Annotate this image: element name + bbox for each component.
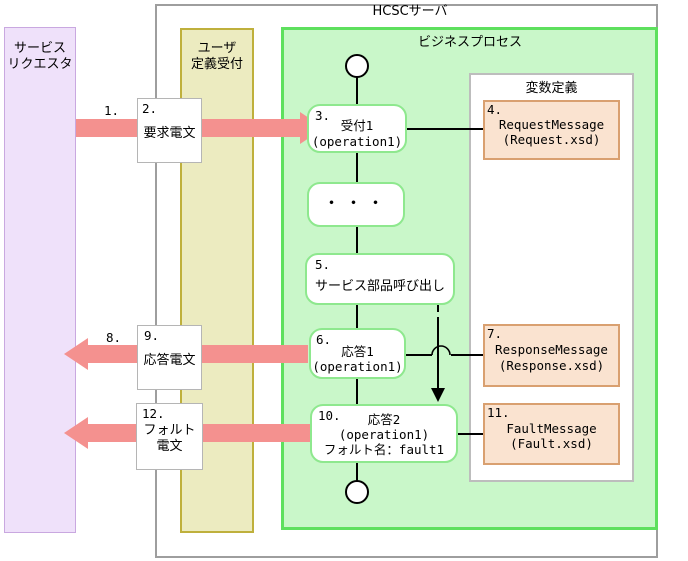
- variable-fault-message[interactable]: [483, 403, 620, 465]
- service-requester-label: サービス リクエスタ: [7, 41, 73, 72]
- message-request[interactable]: [137, 98, 202, 163]
- activity-reception1-label: 受付1 (operation1): [311, 118, 403, 149]
- connector-act10-to-var11: [457, 433, 484, 435]
- activity-reception1[interactable]: [307, 104, 407, 153]
- connector-start-to-act3: [356, 77, 358, 105]
- message-fault-num: 12.: [142, 406, 165, 421]
- hcsc-server-title: HCSCサーバ: [372, 4, 448, 20]
- message-response[interactable]: [137, 325, 202, 390]
- message-request-num: 2.: [142, 101, 158, 116]
- activity-response2-fault[interactable]: [310, 404, 458, 463]
- activity-response2-fault-label: 応答2 (operation1) フォルト名：fault1: [323, 411, 445, 458]
- activity-response1[interactable]: [309, 328, 406, 379]
- connector-act6-to-act10: [356, 378, 358, 405]
- connector-act5-to-act6: [356, 304, 358, 329]
- connector-act10-to-end: [356, 462, 358, 481]
- step-number-8: 8.: [106, 330, 122, 345]
- connector-act6-to-hop: [405, 354, 432, 356]
- message-response-label: 応答電文: [143, 352, 196, 368]
- start-circle-icon: [345, 54, 369, 78]
- activity-response2-fault-num: 10.: [318, 408, 341, 423]
- activity-service-component-call-num: 5.: [315, 257, 331, 272]
- activity-ellipsis-label: ・・・: [323, 194, 389, 215]
- variable-definition-label: 変数定義: [525, 81, 578, 97]
- connector-dots-to-act5: [356, 226, 358, 254]
- service-requester-lane: [4, 27, 76, 533]
- variable-request-message-num: 4.: [487, 102, 503, 117]
- connector-act3-to-var4: [406, 128, 484, 130]
- business-process-label: ビジネスプロセス: [417, 35, 522, 51]
- activity-service-component-call-label: サービス部品呼び出し: [314, 279, 445, 295]
- variable-request-message-label: RequestMessage (Request.xsd): [498, 116, 605, 147]
- step-number-1: 1.: [104, 103, 120, 118]
- activity-response1-num: 6.: [316, 332, 332, 347]
- variable-request-message[interactable]: [483, 100, 620, 160]
- user-defined-reception-label: ユーザ 定義受付: [190, 41, 243, 72]
- variable-response-message-num: 7.: [487, 326, 503, 341]
- activity-reception1-num: 3.: [315, 108, 331, 123]
- message-fault-label: フォルト 電文: [143, 423, 196, 454]
- activity-response1-label: 応答1 (operation1): [312, 343, 403, 374]
- variable-response-message[interactable]: [483, 324, 620, 387]
- variable-fault-message-label: FaultMessage (Fault.xsd): [506, 420, 597, 451]
- activity-service-component-call[interactable]: [305, 253, 455, 305]
- message-fault[interactable]: [136, 403, 203, 470]
- message-request-label: 要求電文: [143, 125, 196, 141]
- variable-fault-message-num: 11.: [487, 405, 510, 420]
- activity-ellipsis[interactable]: [307, 182, 405, 227]
- message-response-num: 9.: [144, 328, 160, 343]
- connector-hop-to-var7: [451, 354, 484, 356]
- variable-response-message-label: ResponseMessage (Response.xsd): [495, 342, 608, 373]
- connector-act3-to-dots: [356, 152, 358, 183]
- end-circle-icon: [345, 480, 369, 504]
